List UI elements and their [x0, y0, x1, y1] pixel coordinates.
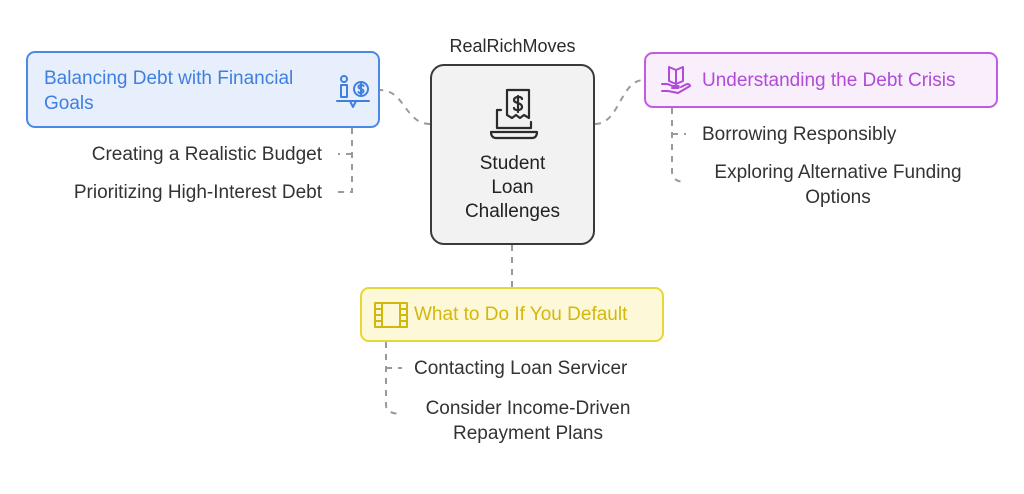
laptop-receipt-icon	[489, 88, 539, 140]
branch-balancing-debt: Balancing Debt with Financial Goals	[26, 51, 380, 128]
sub-item-borrowing-responsibly: Borrowing Responsibly	[702, 124, 897, 145]
branch-debt-crisis-title: Understanding the Debt Crisis	[702, 70, 956, 91]
brand-label: RealRichMoves	[449, 36, 576, 56]
branch-default-title: What to Do If You Default	[414, 304, 628, 325]
sub-item-income-driven-plans: Consider Income-Driven Repayment Plans	[425, 398, 631, 444]
sub-item-alternative-funding: Exploring Alternative Funding Options	[714, 162, 962, 208]
branch-balancing-debt-title: Balancing Debt with Financial Goals	[44, 68, 294, 114]
sub-item-high-interest-debt: Prioritizing High-Interest Debt	[73, 182, 322, 203]
book-in-hand-icon	[661, 66, 691, 94]
branch-default: What to Do If You Default	[360, 287, 664, 342]
central-topic-label: Student Loan Challenges	[464, 153, 561, 222]
branch-debt-crisis: Understanding the Debt Crisis	[644, 52, 998, 108]
central-topic: Student Loan Challenges	[430, 64, 595, 245]
sub-item-realistic-budget: Creating a Realistic Budget	[91, 144, 322, 165]
film-strip-icon	[374, 302, 408, 328]
sub-item-contacting-servicer: Contacting Loan Servicer	[414, 358, 628, 379]
balance-scale-dollar-icon	[336, 75, 370, 108]
